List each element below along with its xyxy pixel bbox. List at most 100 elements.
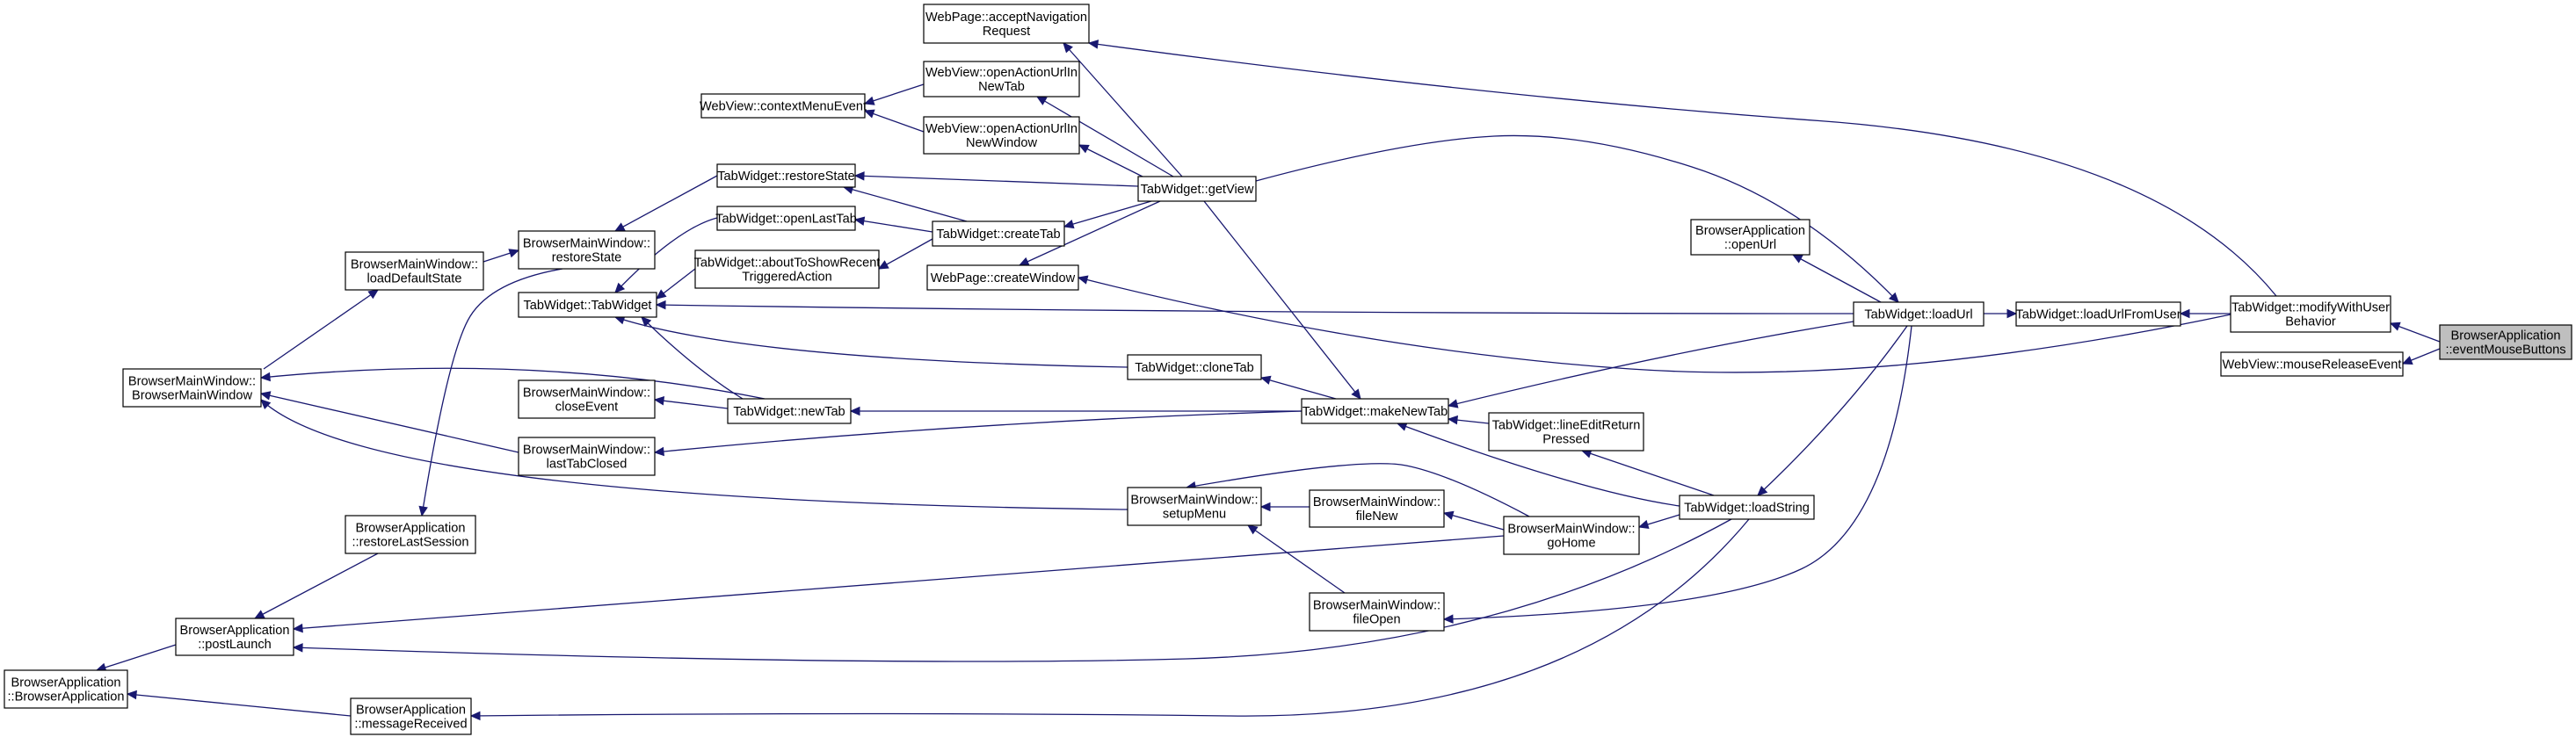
edge-line [843,186,968,222]
edge-createTab-to-getView [1063,200,1152,229]
edge-line [254,553,379,619]
edge-line [1397,423,1680,507]
edge-line [854,219,933,233]
node-loadDefaultState[interactable]: BrowserMainWindow::loadDefaultState [345,251,484,291]
edge-line [260,393,519,453]
node-postLaunch[interactable]: BrowserApplication::postLaunch [175,618,294,656]
edge-makeNewTab-to-getView [1203,200,1361,400]
node-makeNewTab[interactable]: TabWidget::makeNewTab [1301,398,1449,424]
node-label: ::postLaunch [198,638,272,652]
node-box [2439,324,2572,360]
node-openLastTab[interactable]: TabWidget::openLastTab [715,206,857,231]
node-contextMenuEvent[interactable]: WebView::contextMenuEvent [700,93,867,119]
edge-cloneTab-to-makeNewTab [1259,375,1337,400]
edge-bmwRestoreState-to-loadDefaultState [483,249,520,263]
edge-arrowhead [853,216,866,226]
node-createTab[interactable]: TabWidget::createTab [932,220,1065,247]
node-box [4,669,128,709]
edge-postLaunch-to-loadString [292,518,1732,662]
edge-loadUrl-to-loadUrlFromUser [1984,308,2018,319]
node-label: TabWidget::loadUrl [1864,308,1972,322]
edge-arrowhead [1888,292,1899,303]
node-box [518,437,656,476]
edge-setupMenu-to-fileOpen [1247,524,1346,594]
edge-restoreLastSession-to-bmwRestoreState [418,268,563,517]
node-aboutToShowRecentTriggeredAction[interactable]: TabWidget::aboutToShowRecentTriggeredAct… [694,249,881,289]
edge-arrowhead [1447,399,1459,408]
edge-bmwCtor-to-setupMenu [260,399,1128,510]
edge-arrowhead [1791,254,1803,264]
edge-line [127,693,352,717]
edge-tabWidgetCtor-to-cloneTab [613,315,1128,368]
edge-restoreState-to-createTab [842,184,968,222]
node-loadUrlFromUser[interactable]: TabWidget::loadUrlFromUser [2015,301,2181,327]
edge-bmwCtor-to-newTab [259,367,766,400]
edge-line [260,399,1128,510]
node-tabWidgetCtor[interactable]: TabWidget::TabWidget [518,292,657,318]
edge-tabWidgetCtor-to-newTab [641,316,744,400]
node-box [122,368,262,408]
node-box [926,264,1079,291]
node-createWindow[interactable]: WebPage::createWindow [926,264,1079,291]
node-label: BrowserMainWindow:: [1507,523,1635,537]
node-restoreLastSession[interactable]: BrowserApplication::restoreLastSession [345,515,476,554]
edge-arrowhead [1018,257,1030,266]
edge-fileOpen-to-loadUrl [1442,325,1912,624]
node-label: fileOpen [1353,613,1400,627]
node-goHome[interactable]: BrowserMainWindow::goHome [1503,516,1640,555]
node-label: loadDefaultState [367,272,462,286]
edge-bmwRestoreState-to-restoreState [613,175,718,232]
edge-aboutToShowRecentTriggeredAction-to-createTab [877,238,933,270]
node-openUrl[interactable]: BrowserApplication::openUrl [1690,219,1810,256]
node-eventMouseButtons[interactable]: BrowserApplication::eventMouseButtons [2439,324,2572,360]
node-box [518,379,656,419]
node-baCtor[interactable]: BrowserApplication::BrowserApplication [4,669,128,709]
edge-arrowhead [656,289,667,300]
node-label: Request [983,25,1030,39]
edge-tabWidgetCtor-to-loadUrl [655,300,1854,314]
node-lastTabClosed[interactable]: BrowserMainWindow::lastTabClosed [518,437,656,476]
node-fileNew[interactable]: BrowserMainWindow::fileNew [1309,489,1445,528]
node-label: TabWidget::getView [1141,183,1254,197]
edge-arrowhead [253,610,265,619]
node-label: lastTabClosed [547,458,628,472]
node-loadString[interactable]: TabWidget::loadString [1679,495,1815,520]
edge-contextMenuEvent-to-openActionUrlInNewWindow [863,109,925,133]
node-bmwRestoreState[interactable]: BrowserMainWindow::restoreState [518,230,656,270]
edge-arrowhead [1078,144,1090,154]
edge-loadUrl-to-getView [1255,134,1899,303]
edge-arrowhead [126,690,137,700]
edge-line [1255,134,1899,303]
node-label: fileNew [1356,509,1398,524]
node-label: WebView::mouseReleaseEvent [2223,358,2402,372]
edge-line [293,518,1732,662]
node-newTab[interactable]: TabWidget::newTab [727,398,852,424]
edge-arrowhead [1442,614,1454,624]
node-setupMenu[interactable]: BrowserMainWindow::setupMenu [1127,487,1262,526]
node-mouseReleaseEvent[interactable]: WebView::mouseReleaseEvent [2220,351,2404,377]
node-bmwCtor[interactable]: BrowserMainWindow::BrowserMainWindow [122,368,262,408]
node-getView[interactable]: TabWidget::getView [1137,176,1257,202]
edge-line [641,316,744,400]
edge-loadString-to-loadUrl [1757,325,1908,496]
node-messageReceived[interactable]: BrowserApplication::messageReceived [350,697,472,735]
node-closeEvent[interactable]: BrowserMainWindow::closeEvent [518,379,656,419]
edge-arrowhead [613,222,626,232]
edge-lineEditReturnPressed-to-loadString [1580,449,1715,496]
node-fileOpen[interactable]: BrowserMainWindow::fileOpen [1309,592,1445,632]
node-restoreState[interactable]: TabWidget::restoreState [716,163,856,188]
edge-baCtor-to-postLaunch [95,644,177,672]
edge-makeNewTab-to-loadUrl [1447,321,1854,408]
node-label: BrowserMainWindow:: [523,237,650,251]
node-label: BrowserMainWindow:: [351,258,478,272]
node-box [345,251,484,291]
node-loadUrl[interactable]: TabWidget::loadUrl [1853,301,1985,327]
node-label: BrowserMainWindow:: [523,444,650,458]
node-cloneTab[interactable]: TabWidget::cloneTab [1127,354,1262,380]
edge-arrowhead [1442,510,1455,520]
